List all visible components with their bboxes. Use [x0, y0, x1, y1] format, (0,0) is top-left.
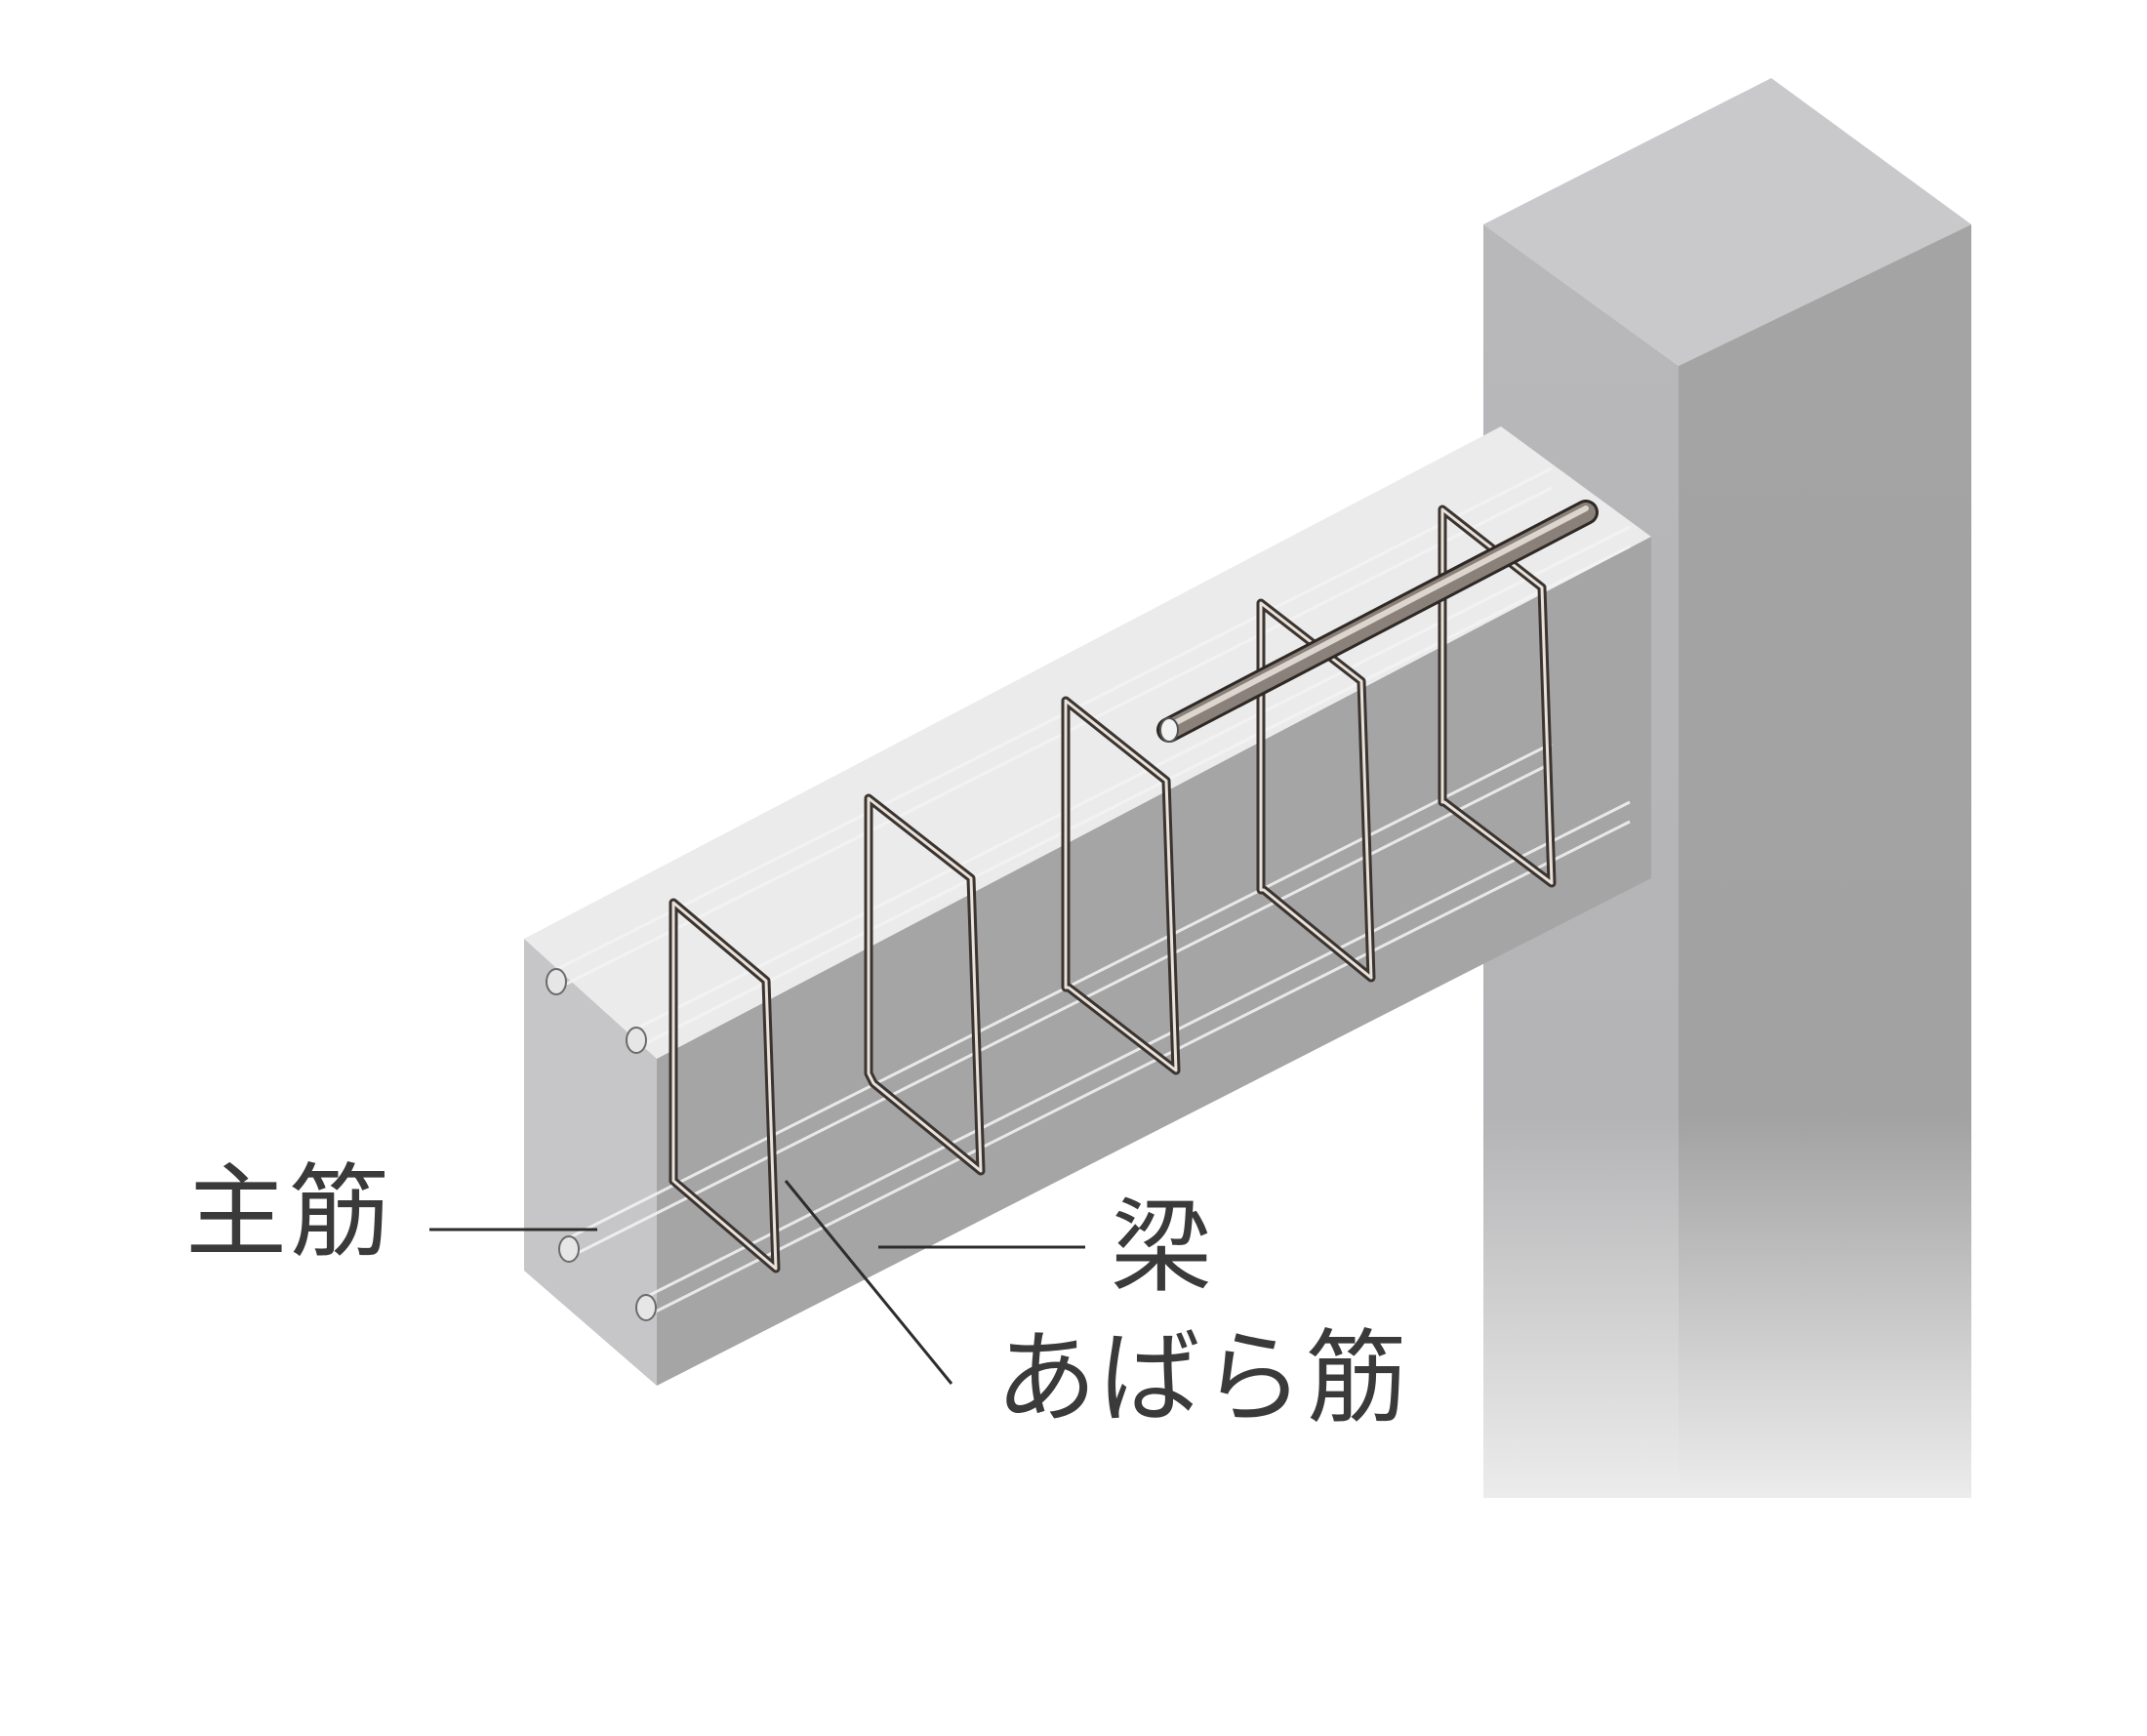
beam [524, 426, 1651, 1386]
rebar-end-top-left [546, 968, 567, 995]
leader-lines [429, 1180, 1085, 1385]
main-rebars [552, 466, 1631, 1319]
beam-top-face [524, 426, 1651, 1059]
exposed-rebar-end [1159, 717, 1179, 743]
column-top-face [1483, 78, 1971, 366]
rebar-end-bottom-left [558, 1235, 580, 1263]
stirrup-2 [864, 793, 986, 1176]
stirrup-4 [1256, 598, 1376, 983]
label-beam: 梁 [1111, 1188, 1215, 1307]
beam-end-face [524, 939, 657, 1386]
label-stirrup: あばら筋 [995, 1318, 1410, 1437]
stirrup-5 [1438, 505, 1557, 888]
stirrups [668, 505, 1557, 1273]
column-side-face [1679, 224, 1971, 1498]
beam-front-face [657, 537, 1651, 1386]
main-rebar-bottom-left [565, 742, 1553, 1261]
main-rebar-top-left [552, 466, 1553, 992]
exposed-main-rebar [1156, 500, 1599, 743]
leader-stirrup [784, 1180, 953, 1385]
rebar-end-bottom-right [635, 1294, 657, 1321]
main-rebar-top-right [633, 525, 1631, 1051]
rebar-end-top-right [626, 1027, 647, 1054]
stirrup-1 [668, 898, 781, 1273]
rebar-ends [546, 968, 657, 1321]
stirrup-3 [1061, 696, 1181, 1075]
label-main-rebar: 主筋 [185, 1152, 393, 1272]
main-rebar-bottom-right [643, 800, 1631, 1319]
